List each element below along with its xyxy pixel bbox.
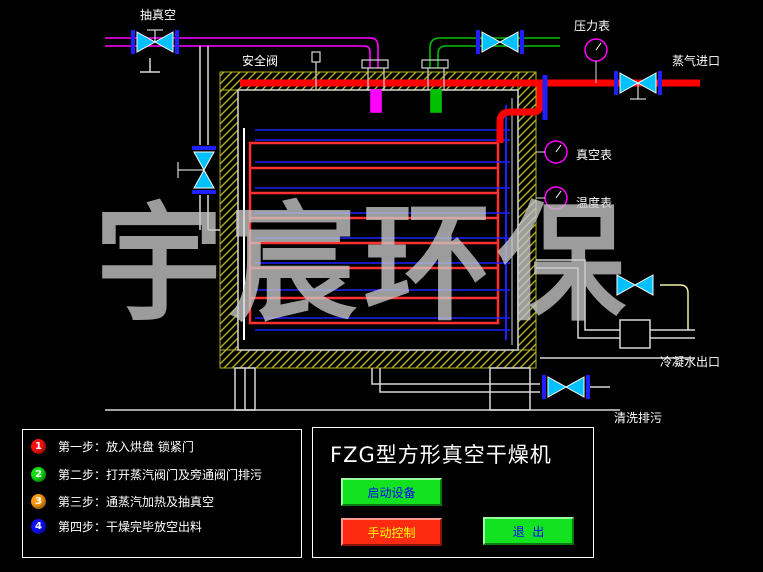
step-4-text: 第四步：干燥完毕放空出料 [58, 519, 203, 534]
label-cleaning-drain: 清洗排污 [614, 411, 663, 425]
label-vacuum-gauge: 真空表 [576, 148, 613, 162]
bypass-valve-icon[interactable] [476, 30, 524, 54]
control-panel: FZG型方形真空干燥机 启动设备 手动控制 退 出 [312, 427, 594, 558]
manual-control-button[interactable]: 手动控制 [341, 518, 442, 546]
bypass-pipe [429, 37, 560, 113]
label-pressure-gauge: 压力表 [574, 19, 611, 33]
heating-shelves [248, 98, 513, 345]
top-nozzles [311, 51, 449, 90]
step-2: 2 第二步：打开蒸汽阀门及旁通阀门排污 [31, 464, 262, 484]
pressure-gauge-icon [584, 38, 608, 83]
vacuum-riser [140, 46, 220, 231]
vacuum-valve-icon[interactable] [131, 29, 179, 54]
step-3: 3 第三步：通蒸汽加热及抽真空 [31, 491, 214, 511]
step-3-text: 第三步：通蒸汽加热及抽真空 [58, 494, 215, 509]
machine-base [105, 367, 620, 411]
label-temperature-gauge: 温度表 [576, 196, 613, 210]
step-1-badge: 1 [31, 438, 46, 454]
drain-valve-icon[interactable] [542, 375, 590, 399]
step-2-text: 第二步：打开蒸汽阀门及旁通阀门排污 [58, 467, 263, 482]
condensate-pipe [371, 259, 695, 393]
step-4-badge: 4 [31, 518, 46, 534]
vacuum-gauge-icon [536, 140, 568, 164]
step-4: 4 第四步：干燥完毕放空出料 [31, 516, 202, 536]
label-steam-inlet: 蒸气进口 [672, 54, 721, 68]
step-1: 1 第一步：放入烘盘 锁紧门 [31, 436, 194, 456]
watermark: 宇宸环保 [95, 190, 632, 339]
dryer-schematic [105, 29, 700, 411]
riser-valve-icon[interactable] [177, 146, 216, 194]
step-3-badge: 3 [31, 493, 46, 509]
exit-button[interactable]: 退 出 [483, 517, 574, 545]
label-condensate-outlet: 冷凝水出口 [660, 355, 721, 369]
step-2-badge: 2 [31, 466, 46, 482]
machine-title: FZG型方形真空干燥机 [330, 443, 552, 467]
temperature-gauge-icon [536, 186, 568, 210]
label-vacuum-pump: 抽真空 [140, 8, 177, 22]
step-1-text: 第一步：放入烘盘 锁紧门 [58, 439, 194, 454]
condensate-valve-icon[interactable] [616, 274, 654, 296]
label-safety-valve: 安全阀 [242, 54, 279, 68]
steps-panel: 1 第一步：放入烘盘 锁紧门 2 第二步：打开蒸汽阀门及旁通阀门排污 3 第三步… [22, 429, 302, 558]
vacuum-pipe [105, 37, 382, 113]
start-device-button[interactable]: 启动设备 [341, 478, 442, 506]
steam-valve-icon[interactable] [614, 71, 662, 100]
